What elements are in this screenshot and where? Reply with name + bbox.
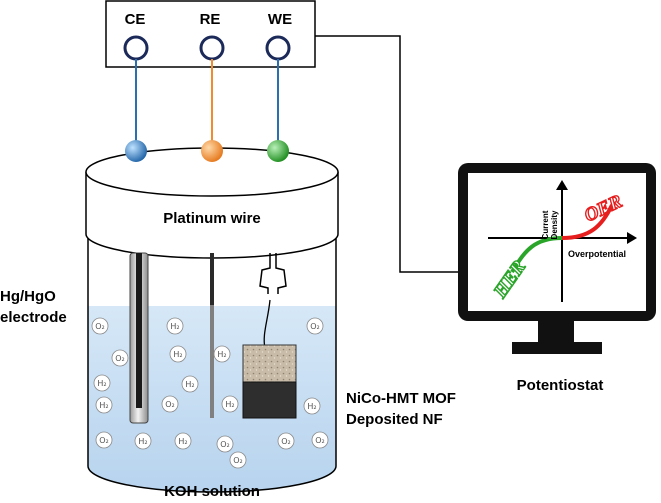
mof-deposited-region	[242, 344, 297, 383]
reference-electrode-label-line2: electrode	[0, 309, 67, 326]
potentiostat-monitor: Current Density Overpotential OER HER	[458, 163, 656, 354]
y-axis-arrow	[556, 180, 568, 190]
hydrogen-bubble	[166, 317, 184, 335]
hydrogen-bubble-label: H₂	[138, 437, 147, 446]
x-axis-arrow	[627, 232, 637, 244]
hydrogen-bubble-label: H₂	[185, 380, 194, 389]
ce-label: CE	[125, 11, 146, 28]
monitor-neck	[538, 321, 574, 343]
re-label: RE	[200, 11, 221, 28]
hydrogen-bubble	[221, 395, 239, 413]
her-curve	[510, 236, 563, 274]
koh-solution-label: KOH solution	[164, 483, 260, 500]
working-electrode	[242, 253, 297, 419]
hydrogen-bubble	[181, 375, 199, 393]
hydrogen-bubble	[95, 396, 113, 414]
hydrogen-bubble	[93, 374, 111, 392]
terminal-box: CE RE WE	[105, 0, 316, 68]
nickel-foam-base	[242, 381, 297, 419]
y-axis-label-line1: Current	[541, 210, 550, 239]
oxygen-bubble-label: O₂	[95, 322, 105, 331]
hydrogen-bubble-label: H₂	[217, 350, 226, 359]
oxygen-bubble-label: O₂	[281, 437, 291, 446]
hydrogen-bubble	[174, 432, 192, 450]
oxygen-bubble-label: O₂	[233, 456, 243, 465]
x-axis-label: Overpotential	[568, 249, 626, 259]
hydrogen-bubble-label: H₂	[97, 379, 106, 388]
hydrogen-bubble-label: H₂	[170, 322, 179, 331]
oxygen-bubble-label: O₂	[165, 400, 175, 409]
oxygen-bubble	[95, 431, 113, 449]
oxygen-bubble-label: O₂	[315, 436, 325, 445]
we-label: WE	[268, 11, 292, 28]
oxygen-bubble	[111, 349, 129, 367]
ce-connector	[125, 140, 147, 162]
hydrogen-bubble	[169, 345, 187, 363]
potentiostat-cable	[315, 35, 458, 273]
reference-electrode-label-line1: Hg/HgO	[0, 288, 56, 305]
oxygen-bubble	[311, 431, 329, 449]
hydrogen-bubble	[134, 432, 152, 450]
oxygen-bubble-label: O₂	[220, 440, 230, 449]
re-connector	[201, 140, 223, 162]
hydrogen-bubble	[303, 397, 321, 415]
monitor-screen	[468, 173, 646, 311]
monitor-stand	[512, 342, 602, 354]
oxygen-bubble-label: O₂	[310, 322, 320, 331]
re-terminal[interactable]	[199, 35, 225, 61]
oxygen-bubble	[277, 432, 295, 450]
hydrogen-bubble-label: H₂	[173, 350, 182, 359]
platinum-wire	[210, 253, 214, 418]
oer-curve	[561, 204, 614, 240]
oxygen-bubble	[216, 435, 234, 453]
platinum-wire-label: Platinum wire	[163, 210, 261, 227]
working-electrode-label-line2: Deposited NF	[346, 411, 443, 428]
oxygen-bubble-label: O₂	[99, 436, 109, 445]
oxygen-bubble	[161, 395, 179, 413]
ce-terminal[interactable]	[123, 35, 149, 61]
y-axis-label-line2: Density	[550, 210, 559, 239]
oxygen-bubble	[306, 317, 324, 335]
oxygen-bubble	[91, 317, 109, 335]
potentiostat-label: Potentiostat	[517, 377, 604, 394]
oxygen-bubble	[229, 451, 247, 469]
hydrogen-bubble-label: H₂	[307, 402, 316, 411]
hydrogen-bubble	[213, 345, 231, 363]
working-electrode-label-line1: NiCo-HMT MOF	[346, 390, 456, 407]
oxygen-bubble-label: O₂	[115, 354, 125, 363]
hydrogen-bubble-label: H₂	[178, 437, 187, 446]
hydrogen-bubble-label: H₂	[225, 400, 234, 409]
we-terminal[interactable]	[265, 35, 291, 61]
reference-electrode	[129, 252, 149, 424]
hydrogen-bubble-label: H₂	[99, 401, 108, 410]
we-connector	[267, 140, 289, 162]
